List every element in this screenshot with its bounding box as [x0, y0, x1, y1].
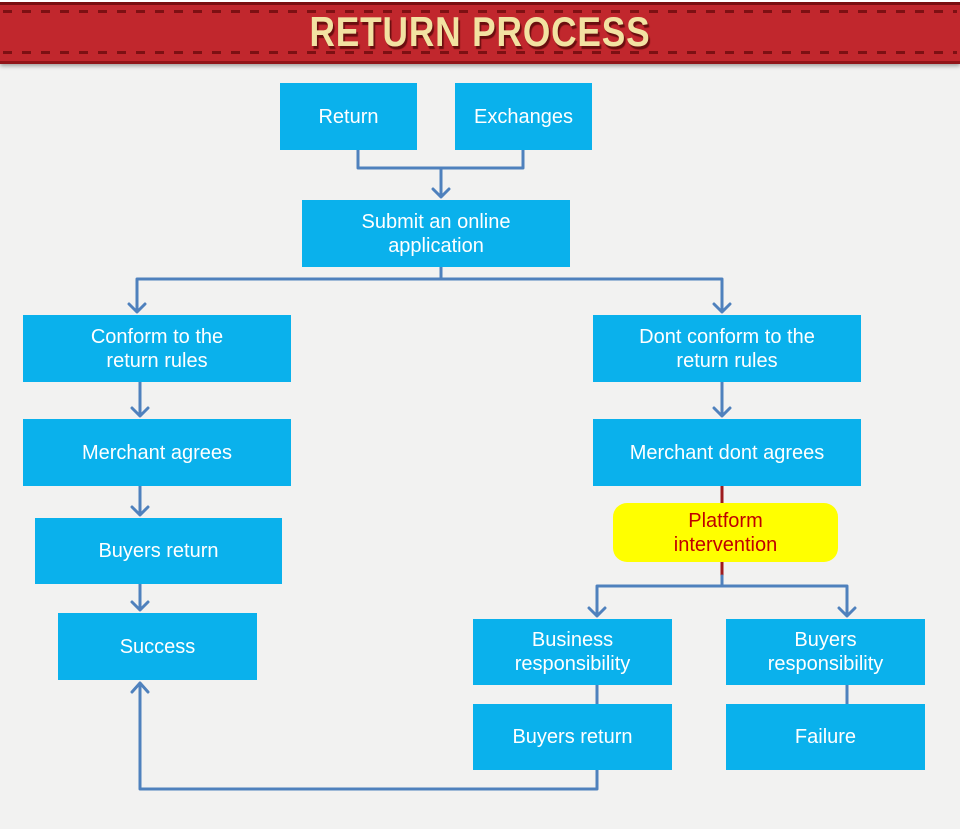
- node-buyers-return-left-label: Buyers return: [98, 540, 219, 562]
- node-business-responsibility-label: Business responsibility: [514, 629, 631, 675]
- title-banner: RETURN PROCESS: [0, 0, 960, 64]
- node-buyers-return-right: Buyers return: [473, 704, 672, 770]
- node-conform-rules-label: Conform to the return rules: [90, 325, 224, 372]
- node-success: Success: [58, 613, 257, 680]
- connector-submit-branch: [127, 265, 732, 314]
- connector-conform-merchant: [130, 380, 150, 418]
- node-submit-application-label: Submit an online application: [361, 210, 511, 257]
- node-dont-conform-rules-label: Dont conform to the return rules: [639, 325, 815, 372]
- connector-buyersreturn-success: [130, 582, 150, 612]
- page-title: RETURN PROCESS: [309, 8, 651, 55]
- connector-return-exchanges-merge: [356, 148, 525, 199]
- node-buyers-return-left: Buyers return: [35, 518, 282, 584]
- node-buyers-return-right-label: Buyers return: [512, 726, 633, 748]
- node-return: Return: [280, 83, 417, 150]
- node-failure-label: Failure: [794, 726, 857, 748]
- node-merchant-agrees: Merchant agrees: [23, 419, 291, 486]
- node-submit-application: Submit an online application: [302, 200, 570, 267]
- node-merchant-dont-agrees-label: Merchant dont agrees: [629, 441, 825, 464]
- node-exchanges: Exchanges: [455, 83, 592, 150]
- connector-platform-branch: [587, 574, 857, 618]
- banner-dash-top: [3, 10, 957, 13]
- node-conform-rules: Conform to the return rules: [23, 315, 291, 382]
- banner-dash-bottom: [3, 51, 957, 54]
- node-success-label: Success: [119, 635, 196, 658]
- connector-merchant-buyersreturn: [130, 484, 150, 517]
- node-business-responsibility: Business responsibility: [473, 619, 672, 685]
- node-merchant-dont-agrees: Merchant dont agrees: [593, 419, 861, 486]
- node-buyers-responsibility: Buyers responsibility: [726, 619, 925, 685]
- node-platform-intervention-label: Platform intervention: [673, 509, 778, 556]
- node-return-label: Return: [318, 105, 379, 128]
- connector-dontconform-merchantdont: [712, 380, 732, 418]
- node-platform-intervention: Platform intervention: [613, 503, 838, 562]
- node-merchant-agrees-label: Merchant agrees: [81, 441, 233, 464]
- node-failure: Failure: [726, 704, 925, 770]
- node-exchanges-label: Exchanges: [474, 105, 573, 128]
- node-buyers-responsibility-label: Buyers responsibility: [767, 629, 884, 675]
- node-dont-conform-rules: Dont conform to the return rules: [593, 315, 861, 382]
